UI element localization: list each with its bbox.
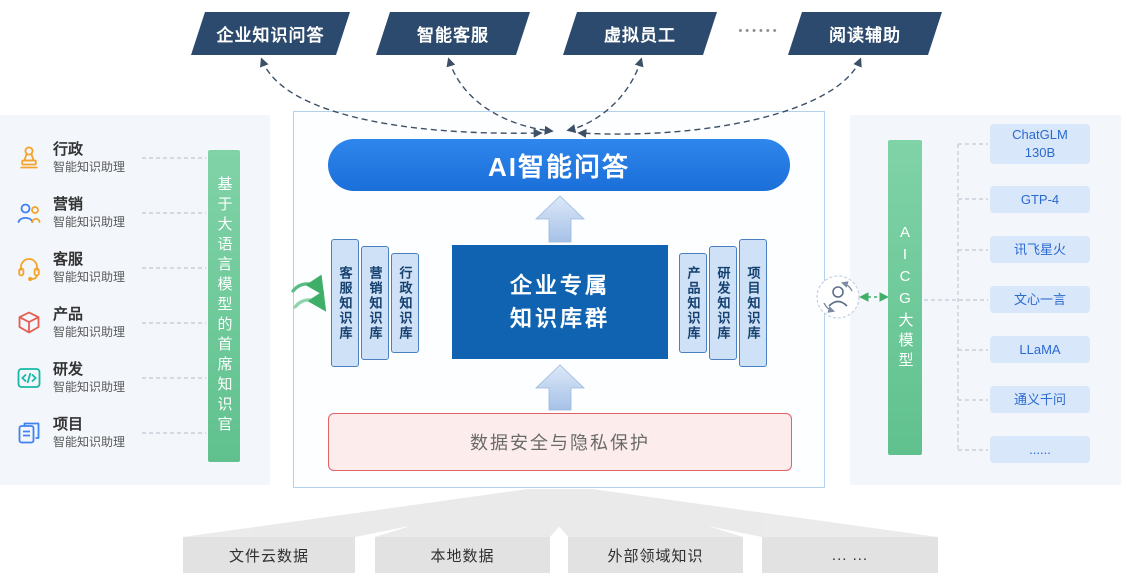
headset-icon bbox=[14, 253, 44, 283]
assistant-row-rnd: 研发智能知识助理 bbox=[14, 358, 125, 398]
model-chip-chatglm: ChatGLM 130B bbox=[990, 124, 1090, 164]
assistant-role: 智能知识助理 bbox=[53, 269, 126, 284]
model-chip-more: ...... bbox=[990, 436, 1090, 463]
kb-slat-rnd: 研发知识库 bbox=[709, 246, 737, 360]
source-local-data: 本地数据 bbox=[375, 537, 550, 573]
kb-slat-marketing: 营销知识库 bbox=[361, 246, 389, 360]
assistant-dept: 营销 bbox=[53, 196, 84, 214]
project-doc-icon bbox=[14, 418, 44, 448]
cko-vertical-bar: 基于大语言模型的首席知识官 bbox=[208, 150, 240, 462]
assistant-row-product: 产品智能知识助理 bbox=[14, 303, 125, 343]
ellipsis-dots: •••••• bbox=[738, 25, 780, 37]
banner-label: 企业知识问答 bbox=[216, 26, 325, 45]
marketing-people-icon bbox=[14, 198, 44, 228]
banner-label: 智能客服 bbox=[417, 26, 489, 45]
banner-label: 虚拟员工 bbox=[604, 26, 676, 45]
source-external-knowledge: 外部领域知识 bbox=[568, 537, 743, 573]
model-chip-gtp4: GTP-4 bbox=[990, 186, 1090, 213]
assistant-role: 智能知识助理 bbox=[53, 434, 126, 449]
assistant-dept: 项目 bbox=[53, 416, 84, 434]
assistant-dept: 行政 bbox=[53, 141, 84, 159]
assistant-row-admin: 行政智能知识助理 bbox=[14, 138, 125, 178]
banner-virtual-employee: 虚拟员工 bbox=[563, 12, 717, 55]
assistant-dept: 产品 bbox=[53, 306, 84, 324]
kb-slat-admin: 行政知识库 bbox=[391, 253, 419, 353]
product-box-icon bbox=[14, 308, 44, 338]
kb-slat-project: 项目知识库 bbox=[739, 239, 767, 367]
assistant-dept: 客服 bbox=[53, 251, 84, 269]
stamp-icon bbox=[14, 143, 44, 173]
banner-enterprise-knowledge-qa: 企业知识问答 bbox=[191, 12, 350, 55]
assistant-role: 智能知识助理 bbox=[53, 159, 126, 174]
assistant-role: 智能知识助理 bbox=[53, 379, 126, 394]
assistant-dept: 研发 bbox=[53, 361, 84, 379]
assistant-row-marketing: 营销智能知识助理 bbox=[14, 193, 125, 233]
assistant-role: 智能知识助理 bbox=[53, 214, 126, 229]
enterprise-kb-core: 企业专属 知识库群 bbox=[452, 245, 668, 359]
aicg-vertical-bar: AICG大模型 bbox=[888, 140, 922, 455]
kb-slat-service: 客服知识库 bbox=[331, 239, 359, 367]
model-chip-qwen: 通义千问 bbox=[990, 386, 1090, 413]
source-more: ... ... bbox=[762, 537, 938, 573]
source-cloud-files: 文件云数据 bbox=[183, 537, 355, 573]
banner-label: 阅读辅助 bbox=[829, 26, 901, 45]
model-chip-ernie: 文心一言 bbox=[990, 286, 1090, 313]
code-icon bbox=[14, 363, 44, 393]
ai-qa-pill: AI智能问答 bbox=[328, 139, 790, 191]
kb-slat-product: 产品知识库 bbox=[679, 253, 707, 353]
model-chip-spark: 讯飞星火 bbox=[990, 236, 1090, 263]
banner-reading-assist: 阅读辅助 bbox=[788, 12, 942, 55]
assistant-role: 智能知识助理 bbox=[53, 324, 126, 339]
data-security-box: 数据安全与隐私保护 bbox=[328, 413, 792, 471]
assistant-row-service: 客服智能知识助理 bbox=[14, 248, 125, 288]
model-chip-llama: LLaMA bbox=[990, 336, 1090, 363]
core-line-1: 企业专属 bbox=[509, 273, 610, 298]
banner-smart-customer-service: 智能客服 bbox=[376, 12, 530, 55]
core-line-2: 知识库群 bbox=[509, 306, 610, 331]
assistant-row-project: 项目智能知识助理 bbox=[14, 413, 125, 453]
fan-beams bbox=[183, 489, 938, 537]
